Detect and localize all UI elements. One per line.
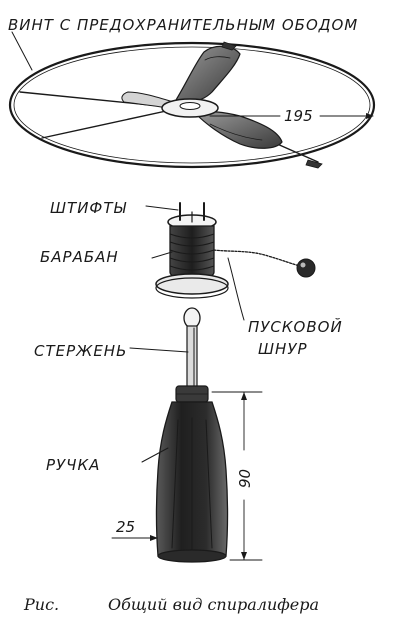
rod-label: СТЕРЖЕНЬ [34, 342, 127, 360]
ring-clip-top [221, 41, 237, 51]
ring-clip-right [305, 159, 323, 169]
svg-text:25: 25 [116, 518, 135, 536]
diameter-dimension: 195 [284, 107, 313, 125]
launch-cord [213, 249, 301, 267]
cord-windings [169, 233, 215, 271]
rod-and-handle [129, 307, 229, 563]
handle-label: РУЧКА [46, 456, 100, 474]
propeller-title-label: ВИНТ С ПРЕДОХРАНИТЕЛЬНЫМ ОБОДОМ [8, 16, 358, 34]
handle-width-dimension: 25 [111, 518, 158, 541]
guard-ring [8, 41, 376, 169]
launch-cord-label-line2: ШНУР [258, 340, 308, 358]
rod-tip [183, 307, 201, 329]
drum-assembly [145, 202, 316, 321]
pins-label: ШТИФТЫ [50, 199, 127, 217]
launch-cord-label-line1: ПУСКОВОЙ [248, 317, 343, 336]
propeller-blade-upper [175, 45, 241, 103]
drum-label: БАРАБАН [40, 248, 119, 266]
propeller-with-guard-ring: 195 [8, 31, 376, 169]
caption-text: Общий вид спиралифера [108, 595, 319, 614]
svg-text:90: 90 [236, 469, 254, 488]
rod [186, 325, 198, 389]
handle-length-dimension: 90 [211, 391, 263, 561]
handle-grooves [171, 417, 213, 551]
caption-prefix: Рис. [23, 595, 59, 614]
launch-cord-knob [296, 258, 316, 278]
drum-bottom-flange [155, 273, 229, 295]
propeller-blade-lower [194, 111, 283, 149]
